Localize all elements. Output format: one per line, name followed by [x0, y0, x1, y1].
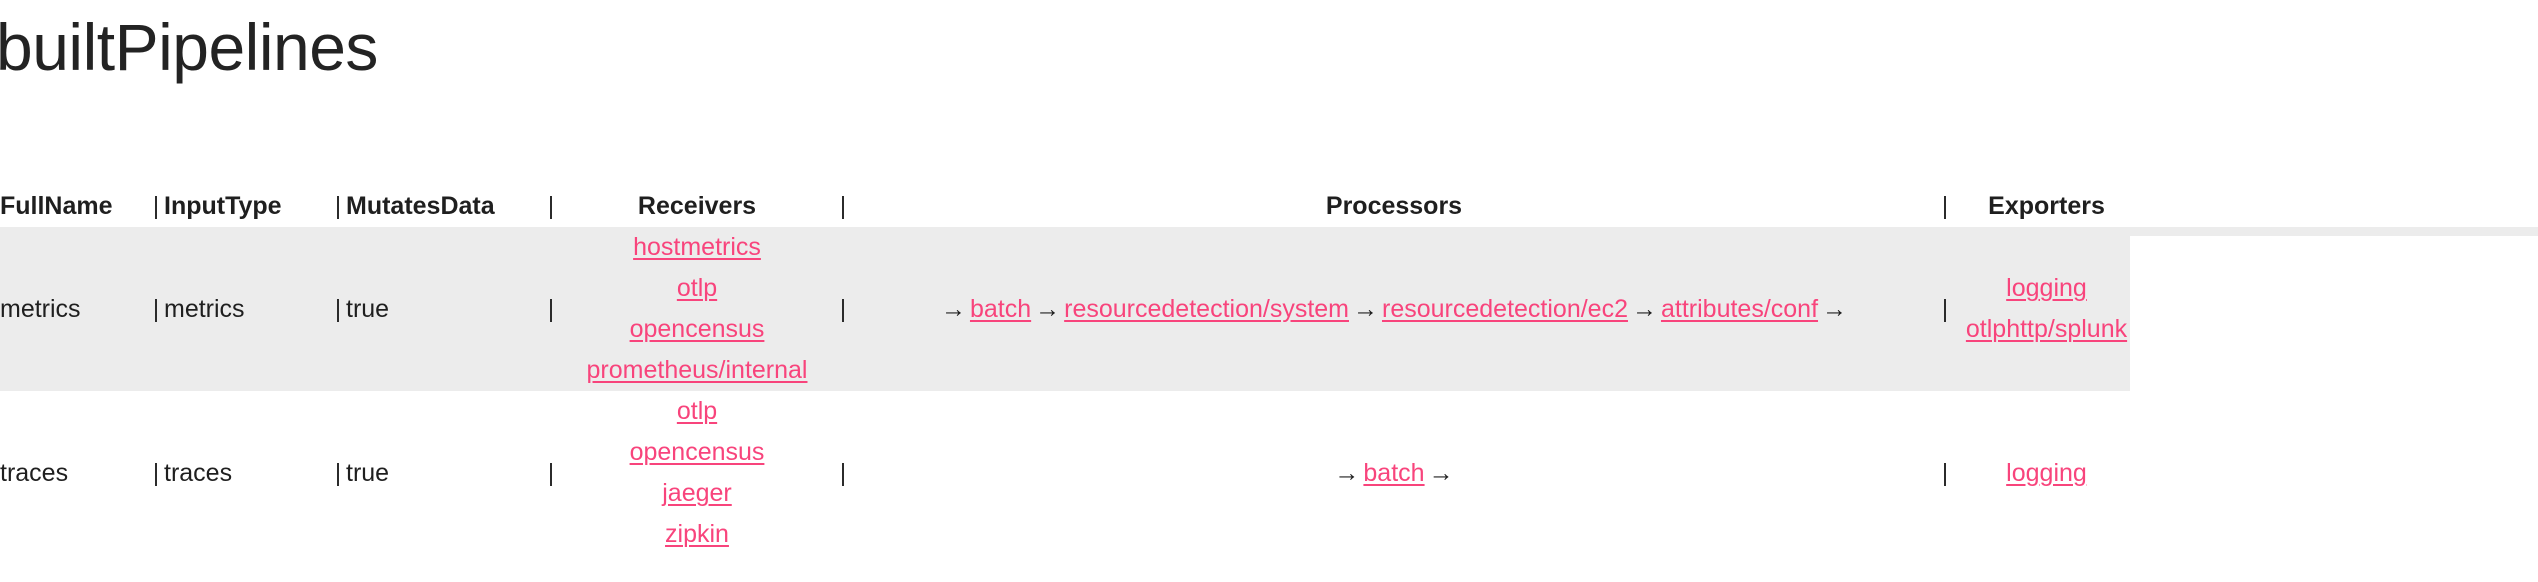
processor-link[interactable]: batch [969, 294, 1032, 323]
receiver-link[interactable]: opencensus [629, 315, 765, 343]
header-mutatesdata: MutatesData [346, 192, 495, 220]
header-separator-5: | [1941, 192, 1949, 220]
receiver-link[interactable]: jaeger [662, 479, 732, 507]
header-row: FullName | InputType | MutatesData | Rec… [0, 186, 2538, 227]
row-separator-2: | [330, 227, 346, 391]
row-separator-5: | [1937, 227, 1953, 391]
row-separator-2: | [330, 391, 346, 555]
arrow-icon: → [1631, 294, 1657, 323]
cell-fullname: traces [0, 391, 148, 555]
arrow-icon: → [1334, 458, 1360, 487]
arrow-icon: → [1353, 294, 1378, 323]
receiver-link[interactable]: zipkin [665, 520, 729, 548]
exporter-link[interactable]: logging [2006, 458, 2087, 487]
header-separator-4: | [839, 192, 847, 220]
table-row: traces | traces | true | otlp opencensus… [0, 391, 2538, 555]
processor-link[interactable]: batch [1363, 458, 1425, 487]
receiver-link[interactable]: otlp [676, 397, 718, 425]
processor-link[interactable]: resourcedetection/ec2 [1382, 294, 1628, 323]
receiver-item: otlp [559, 391, 835, 432]
receiver-item: opencensus [559, 432, 835, 473]
receiver-item: otlp [559, 268, 835, 309]
header-receivers: Receivers [637, 192, 757, 220]
cell-inputtype: traces [164, 391, 330, 555]
exporter-item: otlphttp/splunk [1953, 309, 2140, 350]
table-header: FullName | InputType | MutatesData | Rec… [0, 186, 2538, 227]
header-separator-2: | [334, 192, 342, 220]
header-separator-3: | [547, 192, 555, 220]
cell-fullname: metrics [0, 227, 148, 391]
arrow-icon: → [1035, 294, 1061, 323]
arrow-icon: → [1822, 294, 1848, 323]
header-processors: Processors [1325, 192, 1463, 220]
cell-mutatesdata: true [346, 227, 543, 391]
exporter-item: logging [1953, 268, 2140, 309]
header-separator-1: | [152, 192, 160, 220]
cell-processors: →batch→resourcedetection/system→resource… [851, 227, 1937, 391]
receiver-link[interactable]: hostmetrics [633, 233, 761, 261]
receivers-list: otlp opencensus jaeger zipkin [559, 391, 835, 555]
row-separator-3: | [543, 391, 559, 555]
exporter-link[interactable]: logging [2006, 274, 2087, 302]
receivers-list: hostmetrics otlp opencensus prometheus/i… [559, 227, 835, 391]
table-row: metrics | metrics | true | hostmetrics o… [0, 227, 2538, 391]
exporter-item: logging [1953, 453, 2140, 494]
receiver-link[interactable]: opencensus [629, 438, 765, 466]
cell-exporters: logging [1953, 391, 2140, 555]
cell-spacer [2140, 391, 2538, 555]
cell-exporters: logging otlphttp/splunk [1953, 227, 2140, 391]
receiver-item: hostmetrics [559, 227, 835, 268]
table-body: metrics | metrics | true | hostmetrics o… [0, 227, 2538, 555]
receiver-link[interactable]: prometheus/internal [586, 356, 808, 384]
cell-mutatesdata: true [346, 391, 543, 555]
header-fullname: FullName [0, 192, 113, 220]
cell-receivers: otlp opencensus jaeger zipkin [559, 391, 835, 555]
cell-spacer [2140, 227, 2538, 391]
processors-chain: →batch→ [851, 453, 1937, 494]
receiver-item: prometheus/internal [559, 350, 835, 391]
receiver-item: opencensus [559, 309, 835, 350]
exporters-list: logging [1953, 453, 2140, 494]
arrow-icon: → [940, 294, 966, 323]
processor-link[interactable]: resourcedetection/system [1064, 294, 1349, 323]
receiver-item: zipkin [559, 514, 835, 555]
receiver-link[interactable]: otlp [676, 274, 718, 302]
cell-receivers: hostmetrics otlp opencensus prometheus/i… [559, 227, 835, 391]
arrow-icon: → [1428, 458, 1454, 487]
row-separator-4: | [835, 227, 851, 391]
receiver-item: jaeger [559, 473, 835, 514]
exporter-link[interactable]: otlphttp/splunk [1965, 315, 2128, 343]
header-spacer [2140, 186, 2538, 227]
row-separator-5: | [1937, 391, 1953, 555]
cell-processors: →batch→ [851, 391, 1937, 555]
processor-link[interactable]: attributes/conf [1660, 294, 1819, 323]
row-separator-3: | [543, 227, 559, 391]
header-exporters: Exporters [1988, 192, 2105, 220]
row-separator-4: | [835, 391, 851, 555]
processors-chain: →batch→resourcedetection/system→resource… [851, 289, 1937, 330]
header-inputtype: InputType [164, 192, 282, 220]
cell-inputtype: metrics [164, 227, 330, 391]
built-pipelines-table: FullName | InputType | MutatesData | Rec… [0, 186, 2538, 555]
exporters-list: logging otlphttp/splunk [1953, 268, 2140, 350]
row-separator-1: | [148, 391, 164, 555]
page-title: builtPipelines [0, 10, 378, 84]
row-separator-1: | [148, 227, 164, 391]
